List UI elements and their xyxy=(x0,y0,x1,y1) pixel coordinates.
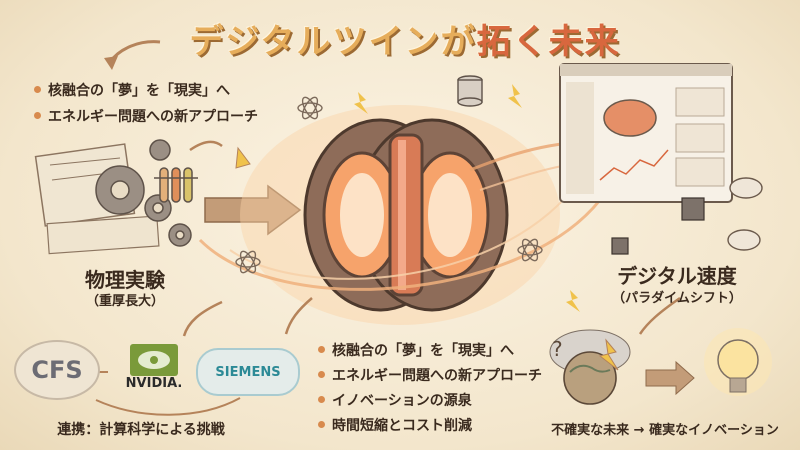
lightning-icon xyxy=(235,146,251,169)
digital-label: デジタル速度 xyxy=(617,264,737,288)
bottom-bullet-list: 核融合の「夢」を「現実」へ エネルギー問題への新アプローチ イノベーションの源泉… xyxy=(318,340,542,440)
curved-arrow-icon xyxy=(284,297,313,335)
atom-icon xyxy=(235,250,261,274)
lightning-icon xyxy=(354,92,368,114)
gear-icon xyxy=(95,139,192,247)
atom-icon xyxy=(517,238,543,262)
svg-text:?: ? xyxy=(552,337,563,361)
bullet-item: 核融合の「夢」を「現実」へ xyxy=(34,80,258,100)
lightbulb-icon xyxy=(704,328,772,396)
bullet-item: 時間短縮とコスト削減 xyxy=(318,415,542,435)
siemens-logo: SIEMENS xyxy=(196,348,300,396)
cloud-icon xyxy=(727,177,763,251)
arrow-head-icon xyxy=(104,56,118,70)
tokamak-reactor xyxy=(303,118,509,312)
atom-icon xyxy=(297,96,323,120)
bullet-item: エネルギー問題への新アプローチ xyxy=(34,106,258,126)
test-tubes-icon xyxy=(154,167,198,203)
top-bullet-list: 核融合の「夢」を「現実」へ エネルギー問題への新アプローチ xyxy=(34,80,258,132)
database-icon xyxy=(457,75,483,107)
nvidia-eye-icon xyxy=(130,344,178,376)
page-title: デジタルツインが拓く未来 xyxy=(180,14,630,63)
big-arrow-icon xyxy=(204,184,302,236)
bullet-item: イノベーションの源泉 xyxy=(318,390,542,410)
nvidia-logo: NVIDIA. xyxy=(110,340,198,400)
bullet-item: 核融合の「夢」を「現実」へ xyxy=(318,340,542,360)
bullet-item: エネルギー問題への新アプローチ xyxy=(318,365,542,385)
cfs-logo: CFS xyxy=(14,340,100,400)
physical-sublabel: （重厚長大） xyxy=(85,294,164,309)
future-caption: 不確実な未来 → 確実なイノベーション xyxy=(551,423,779,438)
curved-arrow-icon xyxy=(189,140,223,152)
lightning-icon xyxy=(566,290,580,312)
nvidia-wordmark: NVIDIA. xyxy=(125,376,183,391)
chip-icon xyxy=(611,197,705,255)
storm-globe-icon: ? xyxy=(549,329,631,405)
lightning-icon xyxy=(508,84,522,108)
physical-label: 物理実験 xyxy=(85,268,165,292)
digital-sublabel: （パラダイムシフト） xyxy=(612,291,742,306)
collab-caption: 連携：計算科学による挑戦 xyxy=(57,422,225,438)
curved-arrow-icon xyxy=(108,40,161,63)
curved-arrow-icon xyxy=(638,296,681,335)
link-arrow-icon xyxy=(95,397,241,416)
dashboard-monitor xyxy=(559,63,733,203)
curved-arrow-icon xyxy=(182,300,223,337)
plasma-swirl xyxy=(229,179,581,280)
title-highlight: 拓く未来 xyxy=(476,22,621,62)
arrow-right-icon xyxy=(645,360,695,396)
title-main: デジタルツインが xyxy=(189,22,477,62)
